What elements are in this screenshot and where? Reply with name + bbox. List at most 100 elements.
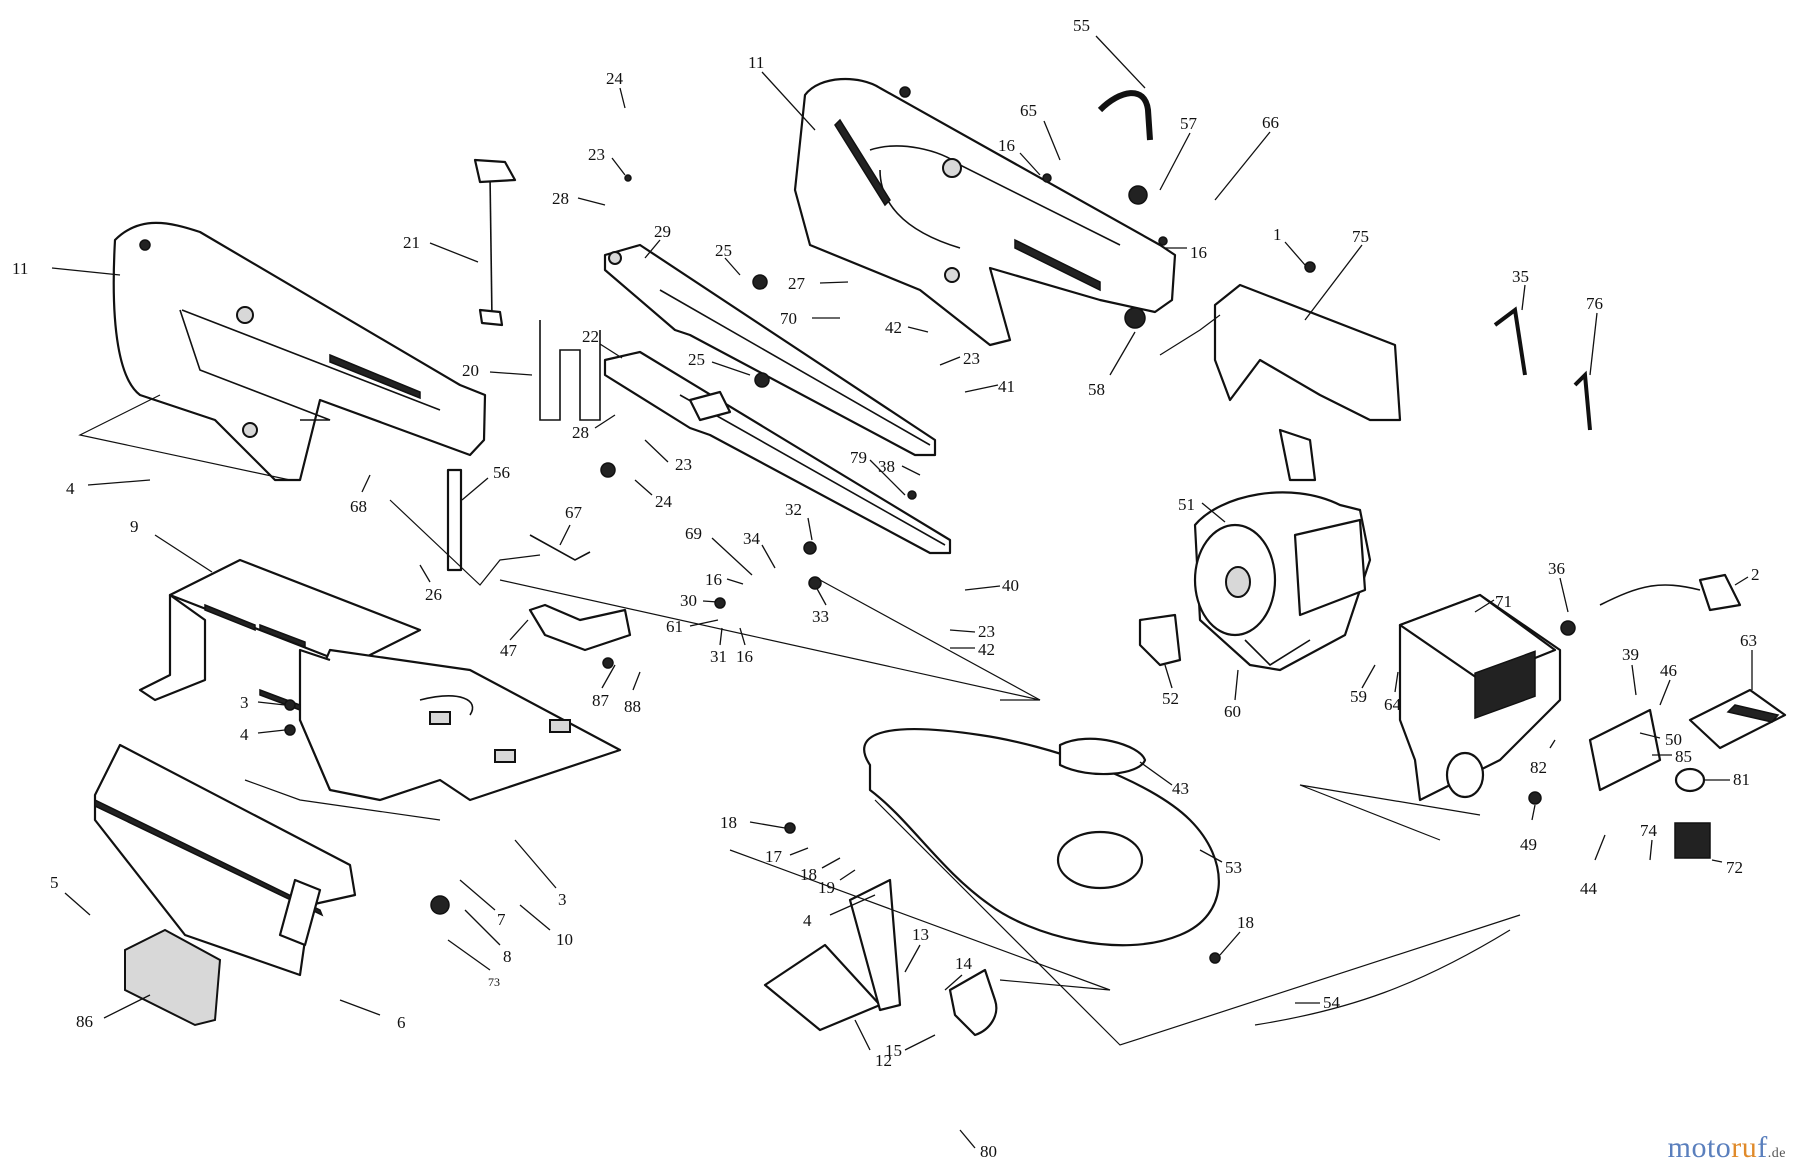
callout-63: 63	[1740, 631, 1757, 690]
assembly-lines	[78, 314, 1521, 1046]
bracket-part	[528, 603, 632, 652]
callout-67: 67	[559, 503, 583, 546]
svg-text:67: 67	[565, 503, 583, 522]
svg-text:87: 87	[592, 691, 610, 710]
callout-79: 79	[850, 448, 906, 496]
callout-25-b: 25	[688, 350, 751, 376]
callout-65: 65	[1020, 101, 1061, 161]
svg-text:22: 22	[582, 327, 599, 346]
watermark-part-c: f	[1757, 1131, 1768, 1164]
svg-text:86: 86	[76, 1012, 93, 1031]
svg-text:65: 65	[1020, 101, 1037, 120]
blade-clamp-part	[539, 320, 601, 421]
svg-text:3: 3	[240, 693, 249, 712]
svg-text:23: 23	[675, 455, 692, 474]
svg-text:11: 11	[748, 53, 764, 72]
svg-text:10: 10	[556, 930, 573, 949]
svg-text:55: 55	[1073, 16, 1090, 35]
svg-text:15: 15	[885, 1041, 902, 1060]
svg-text:23: 23	[588, 145, 605, 164]
svg-text:34: 34	[743, 529, 761, 548]
callout-40: 40	[964, 576, 1019, 595]
svg-text:40: 40	[1002, 576, 1019, 595]
callout-15: 15	[885, 1034, 936, 1060]
switch-plate-part	[1588, 708, 1662, 792]
callout-57: 57	[1159, 114, 1198, 191]
svg-text:20: 20	[462, 361, 479, 380]
callout-21: 21	[403, 233, 479, 263]
svg-text:75: 75	[1352, 227, 1369, 246]
callout-3-bottom: 3	[514, 839, 567, 909]
callout-36: 36	[1548, 559, 1569, 613]
callout-23-low: 23	[949, 622, 995, 641]
svg-text:19: 19	[818, 878, 835, 897]
callout-24-top: 24	[606, 69, 626, 109]
callout-80: 80	[959, 1129, 997, 1161]
svg-text:28: 28	[552, 189, 569, 208]
watermark-part-b: ru	[1731, 1131, 1758, 1164]
callout-47: 47	[500, 619, 529, 660]
callout-8: 8	[464, 909, 512, 966]
lower-arm-part	[603, 350, 952, 555]
watermark-logo: motoruf.de	[1668, 1131, 1786, 1165]
callout-85: 85	[1652, 747, 1692, 766]
switch-part	[1674, 822, 1711, 859]
svg-text:58: 58	[1088, 380, 1105, 399]
callout-18-a: 18	[720, 813, 786, 832]
callout-17: 17	[765, 847, 809, 866]
callout-16-c: 16	[705, 570, 744, 589]
callout-68: 68	[350, 474, 371, 516]
pulley-part	[1138, 613, 1182, 667]
svg-text:50: 50	[1665, 730, 1682, 749]
callout-31: 31	[710, 627, 727, 666]
callout-28-bottom: 28	[572, 414, 616, 442]
knob-part	[1674, 767, 1706, 793]
callout-16-a: 16	[998, 136, 1041, 176]
callout-51: 51	[1178, 495, 1226, 523]
callout-13: 13	[904, 925, 929, 973]
callout-5: 5	[50, 873, 91, 916]
callout-73: 73	[447, 939, 500, 989]
callout-76: 76	[1586, 294, 1603, 376]
svg-text:27: 27	[788, 274, 806, 293]
svg-text:4: 4	[66, 479, 75, 498]
svg-text:12: 12	[875, 1051, 892, 1070]
svg-text:82: 82	[1530, 758, 1547, 777]
svg-text:13: 13	[912, 925, 929, 944]
hex-key-35-part	[1493, 306, 1527, 376]
callout-25-a: 25	[715, 241, 741, 276]
callout-28-top: 28	[552, 189, 606, 208]
callout-88: 88	[624, 671, 641, 716]
dust-tube-part	[1097, 90, 1153, 141]
callout-4-mid: 4	[240, 725, 286, 744]
svg-text:74: 74	[1640, 821, 1658, 840]
callout-22: 22	[582, 327, 623, 359]
callout-43: 43	[1139, 761, 1189, 798]
callout-26: 26	[419, 564, 442, 604]
svg-text:43: 43	[1172, 779, 1189, 798]
blade-guard-part	[1213, 283, 1402, 422]
right-housing-part	[793, 77, 1177, 347]
svg-text:73: 73	[488, 975, 500, 989]
callout-6: 6	[339, 999, 406, 1032]
svg-text:64: 64	[1384, 695, 1402, 714]
svg-text:41: 41	[998, 377, 1015, 396]
svg-text:6: 6	[397, 1013, 406, 1032]
svg-text:8: 8	[503, 947, 512, 966]
svg-text:36: 36	[1548, 559, 1565, 578]
svg-text:18: 18	[1237, 913, 1254, 932]
svg-text:76: 76	[1586, 294, 1603, 313]
callout-14: 14	[944, 954, 973, 991]
angle-scale-part	[948, 968, 998, 1037]
svg-text:9: 9	[130, 517, 139, 536]
svg-text:1: 1	[1273, 225, 1282, 244]
callout-33: 33	[812, 584, 829, 626]
callout-42-low: 42	[950, 640, 995, 659]
svg-text:71: 71	[1495, 592, 1512, 611]
callout-82: 82	[1530, 739, 1556, 777]
callout-74: 74	[1640, 821, 1658, 861]
callout-41: 41	[964, 377, 1015, 396]
svg-text:25: 25	[715, 241, 732, 260]
callout-53: 53	[1199, 849, 1242, 877]
